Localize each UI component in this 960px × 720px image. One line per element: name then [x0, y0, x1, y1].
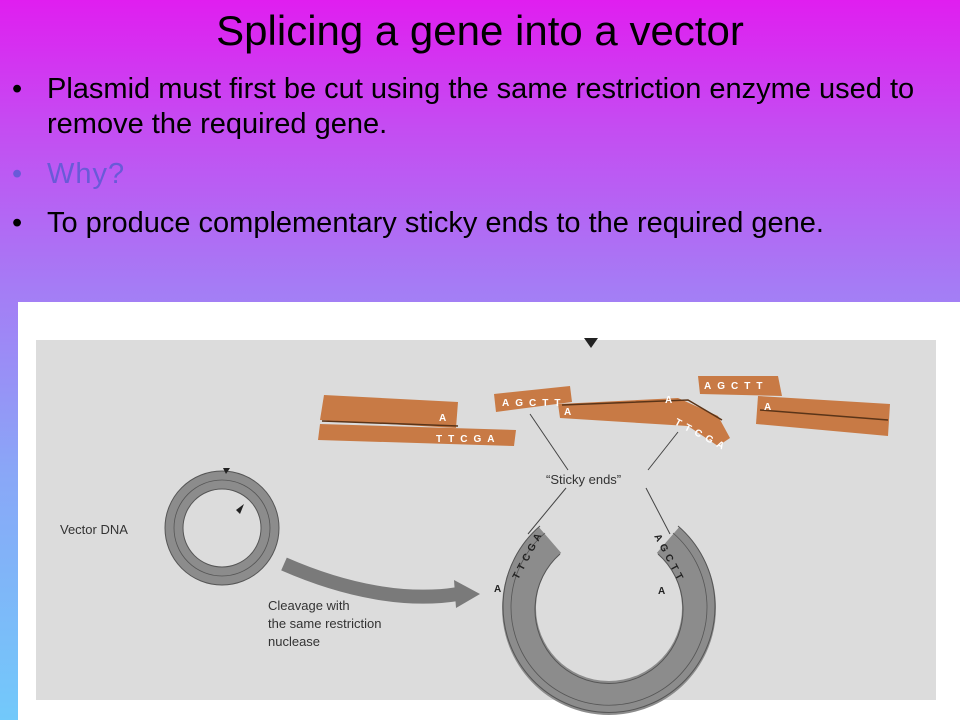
cleavage-label-line2: the same restriction [268, 616, 381, 631]
bullet-symbol: • [12, 73, 23, 105]
base-label: A [439, 413, 446, 424]
cut-site-arrow-icon [584, 338, 598, 348]
base-label: A [564, 407, 571, 418]
sticky-ends-label: “Sticky ends” [546, 472, 621, 487]
cleavage-label-line3: nuclease [268, 634, 320, 649]
vector-dna-label: Vector DNA [60, 522, 128, 537]
bullet-text: To produce complementary sticky ends to … [47, 207, 824, 240]
base-label: TTCGA [436, 434, 500, 445]
vector-plasmid-icon [164, 468, 280, 586]
dna-fragment-middle: AGCTT A A TTCGA [494, 386, 730, 455]
bullet-item-question: • Why? [10, 157, 950, 192]
dna-fragment-left: A TTCGA [318, 395, 516, 446]
slide-title: Splicing a gene into a vector [216, 7, 744, 54]
opened-plasmid: TTCGA A AGCTT A [494, 525, 716, 715]
cleavage-arrowhead-icon [454, 580, 480, 608]
cleavage-arrow [281, 557, 460, 604]
base-label: A [665, 395, 672, 406]
base-label: A [658, 586, 665, 597]
base-label: A [764, 402, 771, 413]
base-label: AGCTT [502, 398, 566, 409]
bullet-item: • Plasmid must first be cut using the sam… [10, 72, 950, 143]
diagram-svg: A TTCGA AGCTT A A TTCGA AGCTT A [36, 338, 936, 715]
bullet-symbol: • [12, 207, 23, 240]
bullet-list: • Plasmid must first be cut using the sam… [10, 72, 950, 256]
base-label: A [494, 584, 501, 595]
bullet-item: • To produce complementary sticky ends to… [10, 206, 950, 241]
diagram-figure: A TTCGA AGCTT A A TTCGA AGCTT A [18, 302, 960, 720]
base-label: AGCTT [704, 381, 768, 392]
sticky-end-pointers [527, 413, 679, 535]
dna-fragment-right: AGCTT A [698, 376, 890, 436]
bullet-text: Plasmid must first be cut using the same… [47, 73, 915, 141]
bullet-symbol: • [12, 157, 24, 190]
cleavage-label-line1: Cleavage with [268, 598, 350, 613]
bullet-text: Why? [47, 157, 126, 190]
